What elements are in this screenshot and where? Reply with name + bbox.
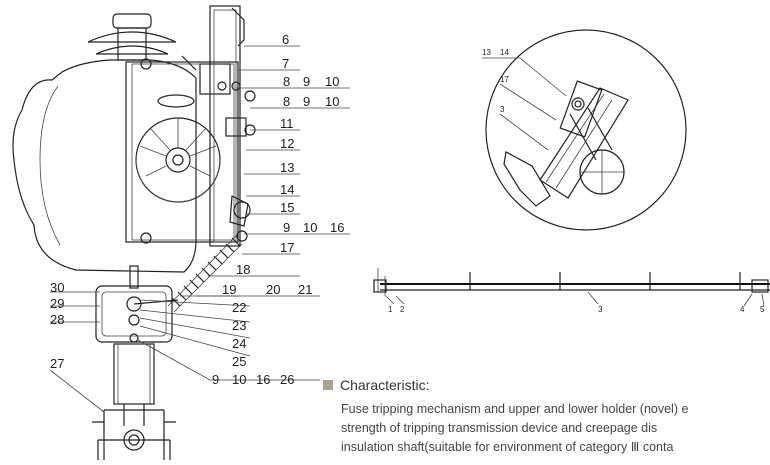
callout-22: 22 — [232, 300, 246, 315]
callout-17: 17 — [280, 240, 294, 255]
callout-24: 24 — [232, 336, 246, 351]
callout-9d: 9 — [212, 372, 219, 387]
callout-28: 28 — [50, 312, 64, 327]
callout-16a: 16 — [330, 220, 344, 235]
callout-9a: 9 — [303, 74, 310, 89]
callout-15: 15 — [280, 200, 294, 215]
detail-callout-14: 14 — [500, 48, 509, 57]
shaft-callout-3: 3 — [598, 305, 603, 314]
insulation-shaft: 1 2 3 4 5 — [373, 268, 770, 314]
characteristic-section: Characteristic: Fuse tripping mechanism … — [323, 376, 770, 465]
callout-9c: 9 — [283, 220, 290, 235]
callout-23: 23 — [232, 318, 246, 333]
callout-10b: 10 — [325, 94, 339, 109]
characteristic-heading: Characteristic: — [340, 377, 430, 393]
housing-body — [12, 55, 239, 273]
callout-27: 27 — [50, 356, 64, 371]
main-assembly-drawing: 6 7 8 9 10 8 9 10 11 12 13 14 15 9 10 16… — [12, 5, 350, 460]
callout-21: 21 — [298, 282, 312, 297]
bullet-square-icon — [323, 380, 333, 390]
detail-view: 13 14 17 3 — [482, 29, 687, 231]
lower-holder — [92, 265, 179, 460]
shaft-callout-4: 4 — [740, 305, 745, 314]
shaft-callout-5: 5 — [760, 305, 765, 314]
callout-6: 6 — [282, 32, 289, 47]
callout-13: 13 — [280, 160, 294, 175]
callout-30: 30 — [50, 280, 64, 295]
callout-29: 29 — [50, 296, 64, 311]
callout-26: 26 — [280, 372, 294, 387]
detail-callout-3: 3 — [500, 105, 505, 114]
callout-10c: 10 — [303, 220, 317, 235]
callout-19: 19 — [222, 282, 236, 297]
callout-9b: 9 — [303, 94, 310, 109]
characteristic-heading-row: Characteristic: — [323, 376, 770, 394]
leader-lines — [49, 45, 350, 413]
characteristic-line: strength of tripping transmission device… — [341, 421, 658, 435]
detail-lever — [503, 80, 629, 207]
tripping-rail — [209, 5, 256, 247]
detail-callout-17: 17 — [500, 75, 509, 84]
callout-8a: 8 — [283, 74, 290, 89]
callout-11: 11 — [280, 116, 294, 131]
main-callouts: 6 7 8 9 10 8 9 10 11 12 13 14 15 9 10 16… — [50, 32, 344, 387]
shaft-callout-2: 2 — [400, 305, 405, 314]
shaft-callout-1: 1 — [388, 305, 393, 314]
callout-10d: 10 — [232, 372, 246, 387]
top-bushing — [87, 13, 177, 61]
callout-14: 14 — [280, 182, 294, 197]
characteristic-line: Fuse tripping mechanism and upper and lo… — [341, 402, 689, 416]
callout-7: 7 — [282, 56, 289, 71]
detail-callout-13: 13 — [482, 48, 491, 57]
callout-25: 25 — [232, 354, 246, 369]
callout-20: 20 — [266, 282, 280, 297]
characteristic-line: insulation shaft(suitable for environmen… — [341, 440, 674, 454]
callout-8b: 8 — [283, 94, 290, 109]
spring-wheel — [135, 63, 247, 203]
callout-10a: 10 — [325, 74, 339, 89]
callout-16b: 16 — [256, 372, 270, 387]
helical-spring — [167, 235, 243, 313]
callout-12: 12 — [280, 136, 294, 151]
callout-18: 18 — [236, 262, 250, 277]
